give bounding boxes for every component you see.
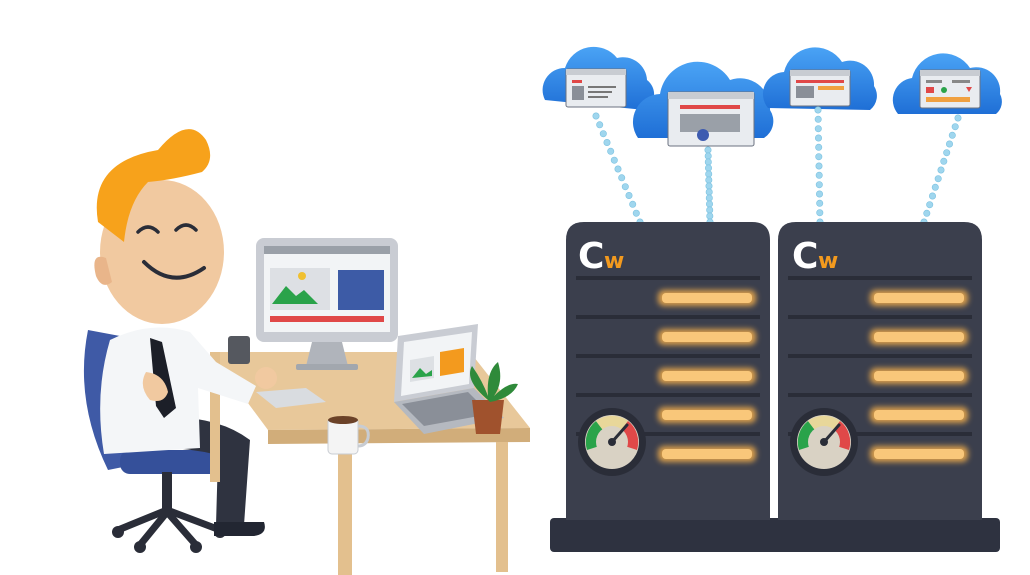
drive-slot-light [874, 293, 964, 303]
slot-separator [576, 315, 760, 319]
browser-layout-icon [789, 69, 851, 107]
hair-icon [96, 129, 211, 242]
person-head [94, 129, 224, 324]
connector-dot [814, 134, 822, 142]
slot-separator [576, 432, 760, 436]
connector-dot [705, 176, 713, 184]
server-logo-c: C [578, 236, 604, 277]
pen-cup-icon [228, 336, 250, 364]
connector-dot [923, 209, 931, 217]
connector-dot [926, 201, 934, 209]
connector-dot [704, 152, 712, 160]
cloud-4 [892, 53, 1002, 114]
connector-dot [815, 190, 823, 198]
drive-slot-light [662, 410, 752, 420]
connector-dot [945, 140, 953, 148]
connector-dot [705, 200, 713, 208]
connector-dot [632, 209, 640, 217]
drive-slot-light [662, 449, 752, 459]
server-rack-2: C w [778, 222, 982, 520]
connector-dot [610, 156, 618, 164]
connector-dot [815, 153, 823, 161]
connector-dot [614, 165, 622, 173]
connector-dot [815, 171, 823, 179]
connector-dot [621, 183, 629, 191]
connector-dot [814, 106, 822, 114]
connector-dot [705, 188, 713, 196]
drive-slot-light [662, 293, 752, 303]
connector-dot [625, 192, 633, 200]
connector-dot [937, 166, 945, 174]
connector-dot [954, 114, 962, 122]
server-logo-c: C [792, 236, 818, 277]
server-slots [788, 276, 972, 462]
slot-separator [788, 276, 972, 280]
connector-dot [943, 149, 951, 157]
slot-separator [576, 354, 760, 358]
connector-dot [816, 199, 824, 207]
slot-separator [788, 393, 972, 397]
slot-separator [576, 393, 760, 397]
connector-dot [704, 158, 712, 166]
server-logo-w: w [818, 249, 838, 274]
drive-slot-light [662, 332, 752, 342]
gauge-icon [578, 408, 646, 476]
connector-dot [931, 183, 939, 191]
connector-dot [948, 131, 956, 139]
connector-dot [705, 182, 713, 190]
drive-slot-light [874, 449, 964, 459]
slot-separator [788, 354, 972, 358]
coffee-mug-icon [327, 416, 370, 455]
connector-dot [706, 212, 714, 220]
connector-dot [815, 143, 823, 151]
connector-dot [951, 123, 959, 131]
connector-dot [928, 192, 936, 200]
browser-media-icon [667, 91, 755, 147]
cloud-1 [542, 46, 655, 110]
cloud-3 [762, 47, 877, 110]
connector-dot [940, 157, 948, 165]
connector-lines [592, 106, 962, 226]
connector-dot [629, 200, 637, 208]
connector-dot [599, 130, 607, 138]
slot-separator [788, 432, 972, 436]
connector-dot [705, 170, 713, 178]
slot-separator [576, 276, 760, 280]
browser-list-icon [565, 68, 627, 108]
connector-dot [704, 164, 712, 172]
gauge-icon [790, 408, 858, 476]
connector-dot [596, 121, 604, 129]
connector-dot [603, 139, 611, 147]
browser-form-icon [919, 69, 981, 109]
server-logo-w: w [604, 249, 624, 274]
server-rack-1: C w [566, 222, 770, 520]
keyboard-icon [256, 388, 326, 408]
potted-plant-icon [470, 362, 518, 434]
server-slots [576, 276, 760, 462]
connector-dot [706, 206, 714, 214]
connector-dot [815, 162, 823, 170]
server-base [550, 518, 1000, 552]
connector-dot [814, 125, 822, 133]
connector-dot [816, 209, 824, 217]
connector-dot [618, 174, 626, 182]
connector-dot [815, 181, 823, 189]
drive-slot-light [874, 371, 964, 381]
connector-dot [704, 146, 712, 154]
connector-dot [592, 112, 600, 120]
connector-dot [934, 175, 942, 183]
slot-separator [788, 315, 972, 319]
connector-dot [607, 147, 615, 155]
desktop-monitor-icon [256, 238, 398, 370]
connector-dot [705, 194, 713, 202]
person-body [100, 327, 277, 454]
drive-slot-light [874, 410, 964, 420]
drive-slot-light [874, 332, 964, 342]
connector-dot [814, 115, 822, 123]
drive-slot-light [662, 371, 752, 381]
cloud-2 [632, 61, 774, 147]
